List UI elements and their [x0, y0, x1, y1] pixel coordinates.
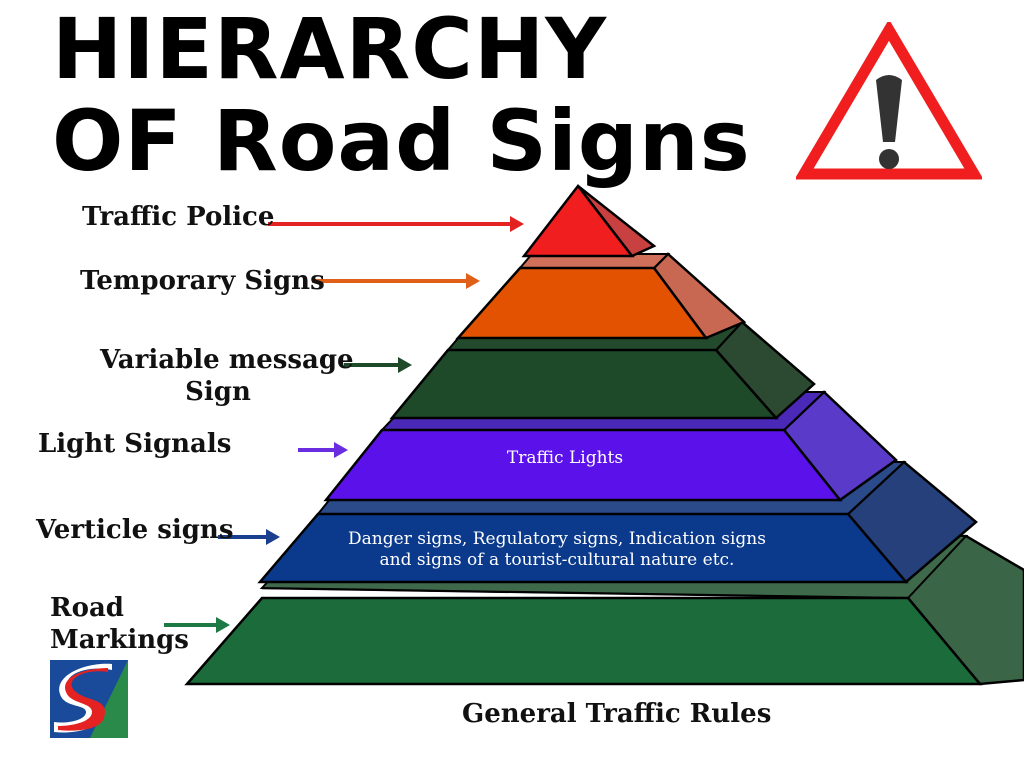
title-line-2: OF Road Signs [52, 92, 751, 190]
level-temporary-signs [455, 252, 747, 340]
arrow-verticle-signs [218, 529, 280, 545]
inner-text-verticle-line-2: and signs of a tourist-cultural nature e… [379, 550, 735, 570]
label-variable-message-line-1: Variable message [100, 345, 354, 375]
inner-text-verticle-signs: Danger signs, Regulatory signs, Indicati… [300, 529, 814, 571]
level-traffic-police [521, 183, 657, 258]
label-light-signals: Light Signals [38, 429, 232, 459]
warning-triangle-icon [796, 22, 982, 180]
label-road-markings-line-1: Road [50, 593, 124, 623]
inner-text-traffic-lights: Traffic Lights [506, 448, 624, 468]
label-road-markings-line-2: Markings [50, 625, 189, 655]
label-general-traffic-rules: General Traffic Rules [462, 699, 772, 729]
label-traffic-police: Traffic Police [82, 202, 275, 232]
label-road-markings: Road Markings [50, 592, 189, 656]
title-line-1: HIERARCHY [52, 0, 608, 98]
label-variable-message-sign: Variable message Sign [100, 344, 354, 408]
arrow-temporary-signs [312, 273, 480, 289]
arrow-light-signals [298, 442, 348, 458]
arrow-road-markings [164, 617, 230, 633]
arrow-variable-message-sign [344, 357, 412, 373]
arrow-traffic-police [268, 216, 524, 232]
label-verticle-signs: Verticle signs [36, 515, 234, 545]
label-temporary-signs: Temporary Signs [80, 266, 325, 296]
road-logo-icon [50, 660, 128, 738]
inner-text-verticle-line-1: Danger signs, Regulatory signs, Indicati… [348, 529, 766, 549]
label-variable-message-line-2: Sign [185, 377, 251, 407]
